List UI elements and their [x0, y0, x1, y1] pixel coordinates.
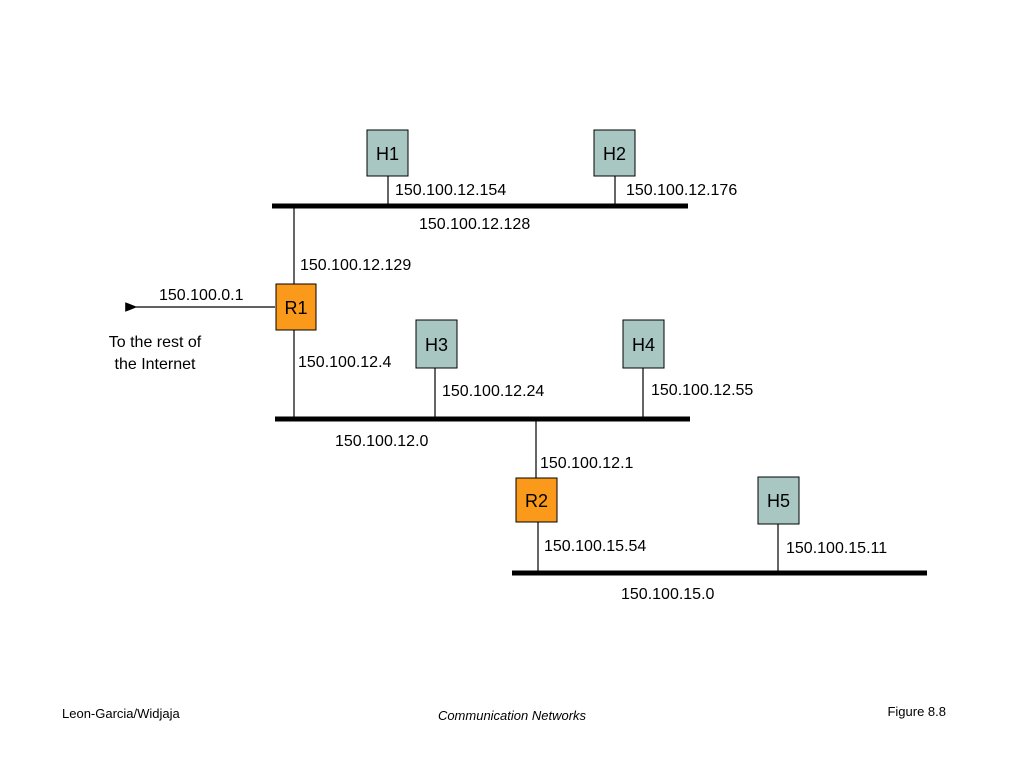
addr-net-top: 150.100.12.128 [419, 216, 530, 233]
host-h3: H3 [415, 319, 458, 369]
host-h4: H4 [622, 319, 665, 369]
addr-r1-bottom: 150.100.12.4 [298, 354, 392, 371]
addr-r2-top: 150.100.12.1 [540, 455, 634, 472]
addr-h5: 150.100.15.11 [786, 540, 887, 557]
router-r2-label: R2 [525, 491, 548, 511]
footer-authors: Leon-Garcia/Widjaja [62, 706, 180, 721]
host-h5: H5 [757, 476, 800, 525]
router-r2: R2 [515, 477, 558, 523]
router-r1: R1 [275, 283, 317, 331]
addr-r2-bottom: 150.100.15.54 [544, 538, 646, 555]
host-h1: H1 [366, 129, 409, 177]
addr-h1: 150.100.12.154 [395, 182, 506, 199]
host-h3-label: H3 [425, 335, 448, 355]
host-h2: H2 [593, 129, 636, 177]
addr-h2: 150.100.12.176 [626, 182, 737, 199]
router-r1-label: R1 [284, 298, 307, 318]
addr-r1-top: 150.100.12.129 [300, 257, 411, 274]
footer-figure-number: Figure 8.8 [887, 704, 946, 719]
host-h5-label: H5 [767, 491, 790, 511]
internet-label-line-2: the Internet [115, 356, 197, 373]
footer-book-title: Communication Networks [437, 708, 587, 723]
host-h2-label: H2 [603, 144, 626, 164]
addr-h4: 150.100.12.55 [651, 382, 753, 399]
addr-net-mid: 150.100.12.0 [335, 433, 429, 450]
host-h1-label: H1 [376, 144, 399, 164]
addr-net-bottom: 150.100.15.0 [621, 586, 715, 603]
addr-r1-internet: 150.100.0.1 [159, 287, 244, 304]
addr-h3: 150.100.12.24 [442, 383, 544, 400]
host-h4-label: H4 [632, 335, 655, 355]
internet-label-line-1: To the rest of [109, 334, 202, 351]
